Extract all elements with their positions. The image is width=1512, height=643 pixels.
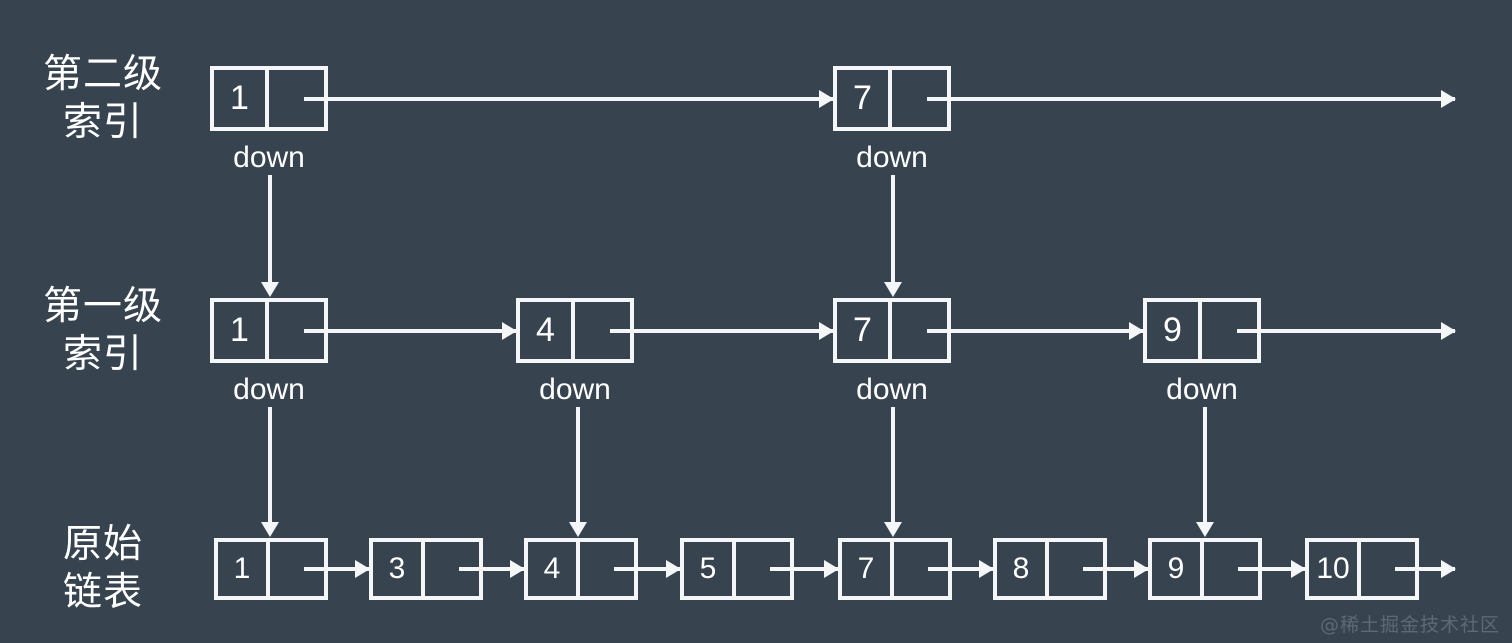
link-line-base-list-0 bbox=[324, 567, 369, 571]
node-level-2-1: 1 bbox=[210, 66, 328, 131]
link-arrow-level-2-1 bbox=[1441, 89, 1456, 108]
node-pointer-cell bbox=[894, 542, 948, 596]
node-value: 1 bbox=[214, 302, 269, 359]
down-label-level-2-7: down bbox=[856, 141, 928, 174]
node-pointer-cell bbox=[575, 302, 630, 359]
link-line-level-1-1 bbox=[630, 328, 833, 333]
link-line-level-2-0 bbox=[324, 96, 833, 101]
node-pointer-cell bbox=[269, 70, 324, 127]
link-arrow-base-list-0 bbox=[355, 560, 370, 578]
link-line-base-list-7 bbox=[1415, 567, 1455, 571]
node-base-list-9: 9 bbox=[1148, 538, 1262, 600]
node-base-list-3: 3 bbox=[369, 538, 483, 600]
node-pointer-cell bbox=[270, 542, 324, 596]
link-line-base-list-2 bbox=[634, 567, 680, 571]
down-arrow-level-1-4 bbox=[569, 522, 587, 537]
link-arrow-base-list-3 bbox=[824, 560, 839, 578]
link-arrow-base-list-7 bbox=[1441, 560, 1456, 578]
node-level-1-4: 4 bbox=[516, 298, 634, 363]
node-level-1-9: 9 bbox=[1143, 298, 1261, 363]
node-level-2-7: 7 bbox=[833, 66, 951, 131]
row-label-base-list: 原始 链表 bbox=[62, 522, 143, 615]
link-arrow-level-2-0 bbox=[819, 89, 834, 108]
down-arrow-level-1-1 bbox=[261, 522, 279, 537]
node-value: 7 bbox=[837, 302, 892, 359]
node-pointer-cell bbox=[1049, 542, 1103, 596]
link-arrow-base-list-1 bbox=[510, 560, 525, 578]
down-connector-level-1-4 bbox=[576, 407, 580, 524]
link-arrow-level-1-2 bbox=[1129, 321, 1144, 340]
node-base-list-8: 8 bbox=[993, 538, 1107, 600]
node-value: 8 bbox=[997, 542, 1049, 596]
link-arrow-base-list-4 bbox=[979, 560, 994, 578]
link-arrow-level-1-3 bbox=[1441, 321, 1456, 340]
link-line-level-1-2 bbox=[947, 328, 1143, 333]
node-value: 3 bbox=[373, 542, 425, 596]
node-value: 7 bbox=[842, 542, 894, 596]
node-pointer-cell bbox=[1202, 302, 1257, 359]
down-arrow-level-2-1 bbox=[261, 282, 279, 297]
node-base-list-4: 4 bbox=[524, 538, 638, 600]
node-base-list-5: 5 bbox=[680, 538, 794, 600]
down-connector-level-2-1 bbox=[268, 175, 272, 284]
link-arrow-base-list-5 bbox=[1134, 560, 1149, 578]
node-level-1-7: 7 bbox=[833, 298, 951, 363]
node-pointer-cell bbox=[736, 542, 790, 596]
node-level-1-1: 1 bbox=[210, 298, 328, 363]
node-value: 1 bbox=[214, 70, 269, 127]
link-line-base-list-4 bbox=[948, 567, 993, 571]
watermark: @稀土掘金技术社区 bbox=[1319, 614, 1500, 636]
node-pointer-cell bbox=[892, 302, 947, 359]
node-base-list-10: 10 bbox=[1305, 538, 1419, 600]
link-line-level-1-3 bbox=[1257, 328, 1455, 333]
node-value: 10 bbox=[1309, 542, 1361, 596]
link-arrow-level-1-1 bbox=[819, 321, 834, 340]
down-arrow-level-1-9 bbox=[1196, 522, 1214, 537]
link-line-level-2-1 bbox=[947, 96, 1455, 101]
node-value: 7 bbox=[837, 70, 892, 127]
link-arrow-base-list-6 bbox=[1291, 560, 1306, 578]
down-connector-level-1-1 bbox=[268, 407, 272, 524]
row-label-level-1: 第一级 索引 bbox=[42, 283, 163, 377]
down-label-level-2-1: down bbox=[233, 141, 305, 174]
node-base-list-1: 1 bbox=[214, 538, 328, 600]
node-pointer-cell bbox=[425, 542, 479, 596]
node-value: 5 bbox=[684, 542, 736, 596]
node-pointer-cell bbox=[580, 542, 634, 596]
node-pointer-cell bbox=[1361, 542, 1415, 596]
node-pointer-cell bbox=[269, 302, 324, 359]
node-value: 1 bbox=[218, 542, 270, 596]
down-connector-level-1-9 bbox=[1203, 407, 1207, 524]
node-value: 4 bbox=[520, 302, 575, 359]
link-line-level-1-0 bbox=[324, 328, 516, 333]
node-base-list-7: 7 bbox=[838, 538, 952, 600]
down-label-level-1-9: down bbox=[1166, 373, 1238, 406]
link-line-base-list-1 bbox=[479, 567, 524, 571]
link-arrow-base-list-2 bbox=[666, 560, 681, 578]
link-line-base-list-3 bbox=[790, 567, 838, 571]
down-label-level-1-4: down bbox=[539, 373, 611, 406]
down-arrow-level-2-7 bbox=[884, 282, 902, 297]
down-arrow-level-1-7 bbox=[884, 522, 902, 537]
down-connector-level-1-7 bbox=[891, 407, 895, 524]
node-value: 9 bbox=[1147, 302, 1202, 359]
row-label-level-2: 第二级 索引 bbox=[42, 51, 163, 145]
node-pointer-cell bbox=[1204, 542, 1258, 596]
link-line-base-list-5 bbox=[1103, 567, 1148, 571]
link-arrow-level-1-0 bbox=[502, 321, 517, 340]
down-connector-level-2-7 bbox=[891, 175, 895, 284]
node-pointer-cell bbox=[892, 70, 947, 127]
link-line-base-list-6 bbox=[1258, 567, 1305, 571]
node-value: 4 bbox=[528, 542, 580, 596]
node-value: 9 bbox=[1152, 542, 1204, 596]
down-label-level-1-7: down bbox=[856, 373, 928, 406]
down-label-level-1-1: down bbox=[233, 373, 305, 406]
